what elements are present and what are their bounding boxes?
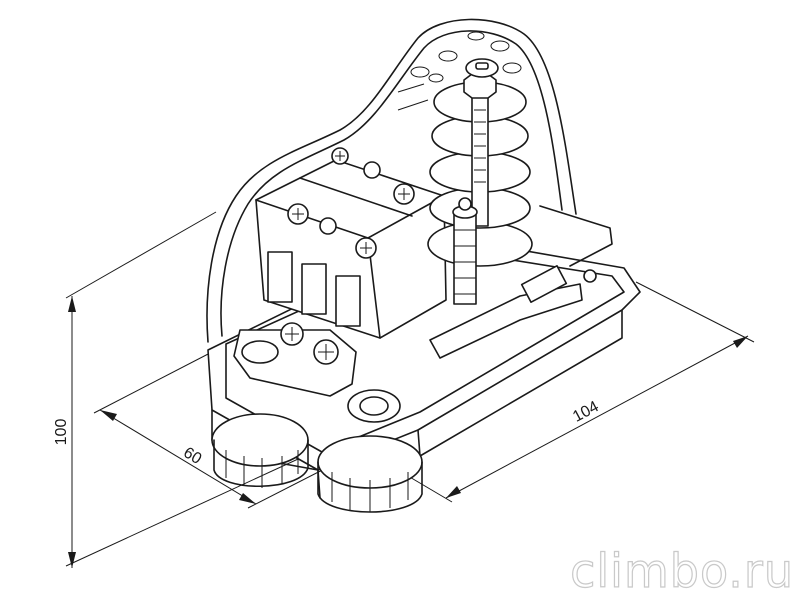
front-terminals bbox=[233, 322, 401, 423]
length-dimension bbox=[407, 281, 755, 503]
spring-assembly bbox=[427, 58, 533, 267]
length-dimension-label: 104 bbox=[570, 398, 602, 426]
cable-gland-left bbox=[211, 413, 309, 488]
height-dimension-label: 100 bbox=[53, 419, 70, 446]
width-dimension-label: 60 bbox=[180, 444, 204, 468]
watermark: climbo.ru bbox=[570, 543, 794, 598]
height-dimension bbox=[65, 211, 323, 568]
cover-bracket bbox=[206, 18, 577, 343]
terminal-block bbox=[255, 147, 447, 339]
contact-lever bbox=[429, 205, 613, 359]
cable-gland-right bbox=[317, 435, 423, 513]
adjuster-screw bbox=[452, 197, 478, 305]
